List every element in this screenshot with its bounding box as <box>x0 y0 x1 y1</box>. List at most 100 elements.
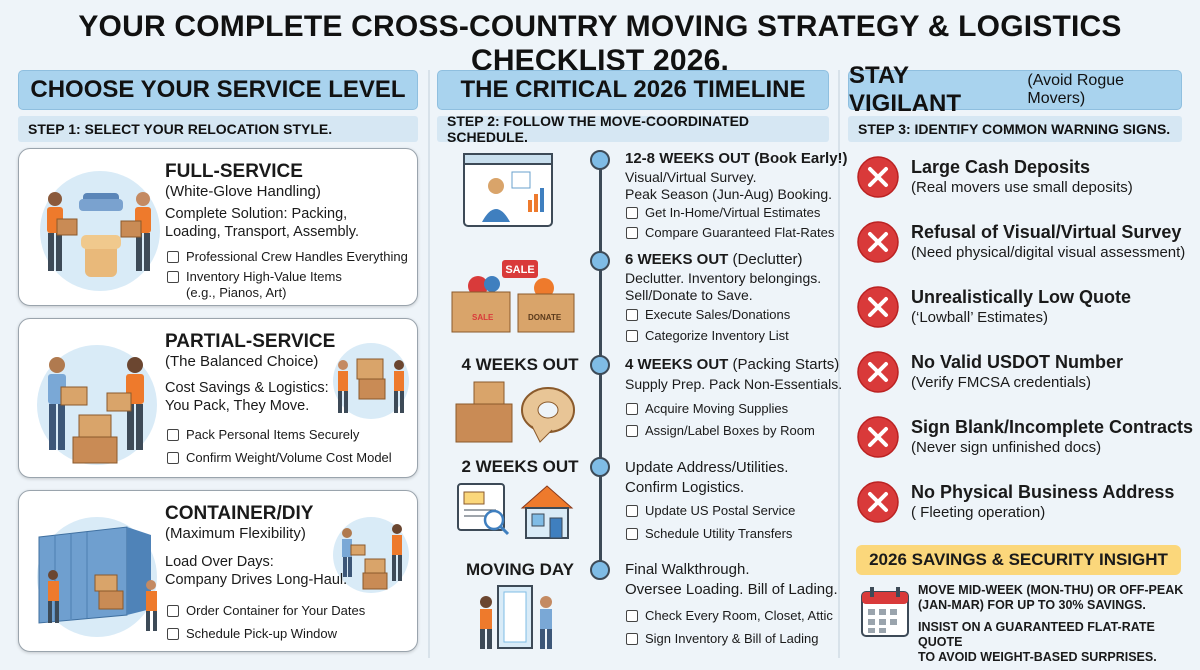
timeline-header: THE CRITICAL 2026 TIMELINE <box>437 70 829 110</box>
card-desc-line: Loading, Transport, Assembly. <box>165 224 359 240</box>
stage-head-rest: (Declutter) <box>728 251 803 268</box>
checklist-item[interactable]: Get In-Home/Virtual Estimates <box>626 205 820 221</box>
stage-head-rest: Final Walkthrough. <box>625 561 750 578</box>
packing-supplies-icon <box>455 381 575 443</box>
timeline-stage-desc: Declutter. Inventory belongings. Sell/Do… <box>625 270 821 304</box>
timeline-stage-head: 4 WEEKS OUT (Packing Starts) <box>625 356 839 373</box>
calendar-icon <box>861 587 909 637</box>
service-card-full[interactable]: FULL-SERVICE (White-Glove Handling) Comp… <box>18 148 418 306</box>
checklist-label: Order Container for Your Dates <box>186 603 366 618</box>
virtual-survey-icon <box>463 153 553 227</box>
checklist-label-line: (e.g., Pianos, Art) <box>186 285 287 300</box>
stage-desc-line: Visual/Virtual Survey. <box>625 169 757 185</box>
vigilant-step: STEP 3: IDENTIFY COMMON WARNING SIGNS. <box>848 116 1182 142</box>
insight-line: TO AVOID WEIGHT-BASED SURPRISES. <box>918 650 1157 664</box>
checkbox-icon[interactable] <box>167 251 179 263</box>
timeline-stage-head: 6 WEEKS OUT (Declutter) <box>625 251 803 268</box>
timeline-stage-desc: Oversee Loading. Bill of Lading. <box>625 581 838 598</box>
timeline-dot <box>590 355 610 375</box>
full-service-movers-icon <box>40 171 160 291</box>
warning-x-icon <box>857 286 899 328</box>
checklist-item[interactable]: Update US Postal Service <box>626 503 795 519</box>
insight-text: MOVE MID-WEEK (MON-THU) OR OFF-PEAK (JAN… <box>918 583 1183 613</box>
checklist-item[interactable]: Pack Personal Items Securely <box>167 427 359 443</box>
checkbox-icon[interactable] <box>167 271 179 283</box>
warning-title: Large Cash Deposits <box>911 157 1091 177</box>
warning-subtitle: (Never sign unfinished docs) <box>911 439 1102 456</box>
checkbox-icon[interactable] <box>167 452 179 464</box>
warning-x-icon <box>857 221 899 263</box>
checkbox-icon[interactable] <box>626 227 638 239</box>
warning-x-icon <box>857 156 899 198</box>
checklist-label: Professional Crew Handles Everything <box>186 249 408 264</box>
card-title: PARTIAL-SERVICE <box>165 331 336 352</box>
timeline-step: STEP 2: FOLLOW THE MOVE-COORDINATED SCHE… <box>437 113 829 145</box>
box-sale-text: SALE <box>472 313 494 322</box>
card-subtitle: (Maximum Flexibility) <box>165 525 306 542</box>
card-desc-line: Company Drives Long-Haul. <box>165 572 348 588</box>
warning-x-icon <box>857 481 899 523</box>
checklist-label: Execute Sales/Donations <box>645 307 791 322</box>
walkthrough-icon <box>480 585 552 649</box>
vigilant-header-sub: (Avoid Rogue Movers) <box>1027 72 1125 107</box>
checkbox-icon[interactable] <box>626 425 638 437</box>
checkbox-icon[interactable] <box>626 528 638 540</box>
stage-head-rest: (Packing Starts) <box>728 356 840 373</box>
checkbox-icon[interactable] <box>626 403 638 415</box>
timeline-stage-head: 12-8 WEEKS OUT (Book Early!) <box>625 150 848 167</box>
insight-text: INSIST ON A GUARANTEED FLAT-RATE QUOTE T… <box>918 620 1200 665</box>
stage-head-bold: 4 WEEKS OUT <box>625 356 729 373</box>
checklist-item[interactable]: Compare Guaranteed Flat-Rates <box>626 225 834 241</box>
card-description: Cost Savings & Logistics: You Pack, They… <box>165 379 329 415</box>
checkbox-icon[interactable] <box>626 633 638 645</box>
checklist-label: Categorize Inventory List <box>645 328 789 343</box>
checklist-item[interactable]: Execute Sales/Donations <box>626 307 790 323</box>
card-description: Complete Solution: Packing, Loading, Tra… <box>165 205 359 241</box>
checkbox-icon[interactable] <box>167 429 179 441</box>
stage-desc-line: Sell/Donate to Save. <box>625 287 753 303</box>
warning-x-icon <box>857 416 899 458</box>
service-step: STEP 1: SELECT YOUR RELOCATION STYLE. <box>18 116 418 142</box>
sale-tag-text: SALE <box>505 264 534 276</box>
card-desc-line: Cost Savings & Logistics: <box>165 380 329 396</box>
checkbox-icon[interactable] <box>626 330 638 342</box>
checkbox-icon[interactable] <box>626 207 638 219</box>
dolly-movers-icon <box>333 343 409 419</box>
checklist-item[interactable]: Schedule Utility Transfers <box>626 526 792 542</box>
checklist-label: Get In-Home/Virtual Estimates <box>645 205 821 220</box>
checklist-item[interactable]: Confirm Weight/Volume Cost Model <box>167 450 392 466</box>
checklist-item[interactable]: Professional Crew Handles Everything <box>167 249 408 265</box>
checklist-item[interactable]: Assign/Label Boxes by Room <box>626 423 815 439</box>
vigilant-header-text: STAY VIGILANT <box>849 62 961 117</box>
checklist-item[interactable]: Check Every Room, Closet, Attic <box>626 608 833 624</box>
checkbox-icon[interactable] <box>626 610 638 622</box>
diy-movers-icon <box>333 517 409 593</box>
checklist-item[interactable]: Sign Inventory & Bill of Lading <box>626 631 818 647</box>
checklist-label: Check Every Room, Closet, Attic <box>645 608 833 623</box>
checklist-item[interactable]: Acquire Moving Supplies <box>626 401 788 417</box>
checkbox-icon[interactable] <box>626 309 638 321</box>
stage-desc-line: Peak Season (Jun-Aug) Booking. <box>625 186 833 202</box>
card-subtitle: (The Balanced Choice) <box>165 353 319 370</box>
card-title: CONTAINER/DIY <box>165 503 314 524</box>
warning-title: Unrealistically Low Quote <box>911 287 1132 307</box>
checkbox-icon[interactable] <box>167 605 179 617</box>
checklist-item[interactable]: Schedule Pick-up Window <box>167 626 337 642</box>
timeline-dot <box>590 560 610 580</box>
stage-desc-line: Confirm Logistics. <box>625 479 745 496</box>
stage-head-bold: 12-8 WEEKS OUT (Book Early!) <box>625 150 848 167</box>
checklist-label-line: Inventory High-Value Items <box>186 269 342 284</box>
timeline-dot <box>590 457 610 477</box>
checklist-item[interactable]: Order Container for Your Dates <box>167 603 365 619</box>
checkbox-icon[interactable] <box>626 505 638 517</box>
address-change-icon <box>457 483 574 539</box>
stage-desc-line: Oversee Loading. Bill of Lading. <box>625 581 838 598</box>
stage-head-bold: 6 WEEKS OUT <box>625 251 729 268</box>
checklist-item[interactable]: Inventory High-Value Items(e.g., Pianos,… <box>167 269 342 301</box>
checkbox-icon[interactable] <box>167 628 179 640</box>
service-card-partial[interactable]: PARTIAL-SERVICE (The Balanced Choice) Co… <box>18 318 418 478</box>
warning-subtitle: ( Fleeting operation) <box>911 504 1046 521</box>
warning-subtitle: (Verify FMCSA credentials) <box>911 374 1092 391</box>
checklist-item[interactable]: Categorize Inventory List <box>626 328 789 344</box>
service-card-container[interactable]: CONTAINER/DIY (Maximum Flexibility) Load… <box>18 490 418 652</box>
